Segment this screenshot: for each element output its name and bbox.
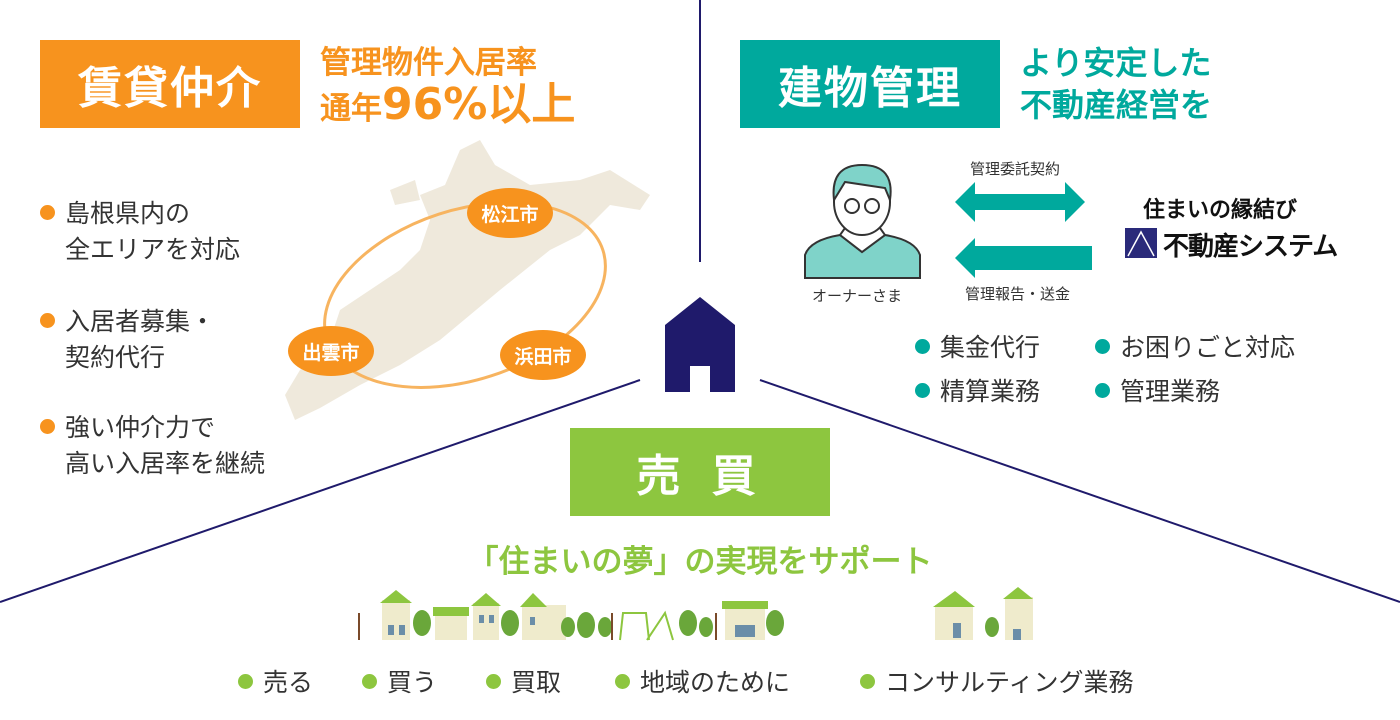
text: 集金代行	[940, 333, 1041, 362]
bullet-dot-icon	[362, 674, 377, 689]
bullet-dot-icon	[860, 674, 875, 689]
city-hamada: 浜田市	[500, 330, 586, 380]
bullet-dot-icon	[40, 419, 55, 434]
rental-subtitle: 管理物件入居率 通年96%以上	[320, 42, 575, 130]
rental-subtitle-line1: 管理物件入居率	[320, 45, 537, 81]
bullet-dot-icon	[40, 205, 55, 220]
rental-bullet: 島根県内の全エリアを対応	[40, 196, 240, 268]
service-item: 精算業務	[915, 374, 1040, 410]
text: 地域のために	[640, 668, 791, 697]
service-item: お困りごと対応	[1095, 330, 1295, 366]
bullet-dot-icon	[238, 674, 253, 689]
rental-bullet: 強い仲介力で高い入居率を継続	[40, 410, 265, 482]
text: 強い仲介力で	[65, 413, 216, 442]
bullet-dot-icon	[486, 674, 501, 689]
bullet-dot-icon	[1095, 383, 1110, 398]
text: 買取	[511, 668, 562, 697]
shimane-map	[285, 140, 650, 420]
left-arrow-icon	[955, 238, 1092, 278]
company-logo-tagline: 住まいの縁結び	[1143, 198, 1298, 223]
house-icon	[665, 297, 735, 392]
service-item: 管理業務	[1095, 374, 1220, 410]
bullet-dot-icon	[40, 313, 55, 328]
arrow-top-label: 管理委託契約	[970, 160, 1061, 178]
prefix: 通年	[320, 91, 382, 127]
company-logo: 不動産システム	[1125, 226, 1338, 263]
townscape-illustration	[358, 587, 1033, 641]
text: 買う	[387, 668, 438, 697]
line2: 不動産経営を	[1020, 86, 1213, 124]
bullet-dot-icon	[615, 674, 630, 689]
bullet-dot-icon	[1095, 339, 1110, 354]
rental-bullet: 入居者募集・契約代行	[40, 304, 215, 376]
management-title: 建物管理	[740, 40, 1000, 128]
text: 売る	[263, 668, 314, 697]
bullet-dot-icon	[915, 339, 930, 354]
service-item: 集金代行	[915, 330, 1040, 366]
arrow-bottom-label: 管理報告・送金	[965, 285, 1071, 303]
city-izumo: 出雲市	[288, 326, 374, 376]
city-matsue: 松江市	[467, 188, 553, 238]
management-subtitle: より安定した 不動産経営を	[1020, 42, 1212, 126]
owner-label: オーナーさま	[812, 287, 903, 305]
text: コンサルティング業務	[885, 668, 1134, 697]
sales-tagline: 「住まいの夢」の実現をサポート	[467, 544, 933, 580]
text: お困りごと対応	[1120, 333, 1296, 362]
sales-item: 売る	[238, 665, 313, 701]
logo-text: 不動産システム	[1163, 232, 1338, 262]
text: 契約代行	[65, 343, 166, 372]
sales-item: 買う	[362, 665, 437, 701]
text: 入居者募集・	[65, 307, 216, 336]
contract-arrows	[955, 182, 1092, 278]
sales-item: 買取	[486, 665, 561, 701]
sales-item: コンサルティング業務	[860, 665, 1134, 701]
rental-subtitle-line2: 通年96%以上	[320, 83, 575, 130]
double-arrow-icon	[955, 182, 1085, 222]
text: 管理業務	[1120, 377, 1221, 406]
text: 高い入居率を継続	[65, 449, 266, 478]
bullet-dot-icon	[915, 383, 930, 398]
sales-title: 売 買	[570, 428, 830, 516]
logo-mark-icon	[1125, 227, 1157, 258]
text: 島根県内の	[65, 199, 191, 228]
sales-item: 地域のために	[615, 665, 790, 701]
line1: より安定した	[1020, 44, 1212, 82]
occupancy-rate: 96%以上	[382, 79, 576, 130]
text: 全エリアを対応	[65, 235, 241, 264]
owner-icon	[804, 163, 921, 279]
rental-title: 賃貸仲介	[40, 40, 300, 128]
text: 精算業務	[940, 377, 1041, 406]
